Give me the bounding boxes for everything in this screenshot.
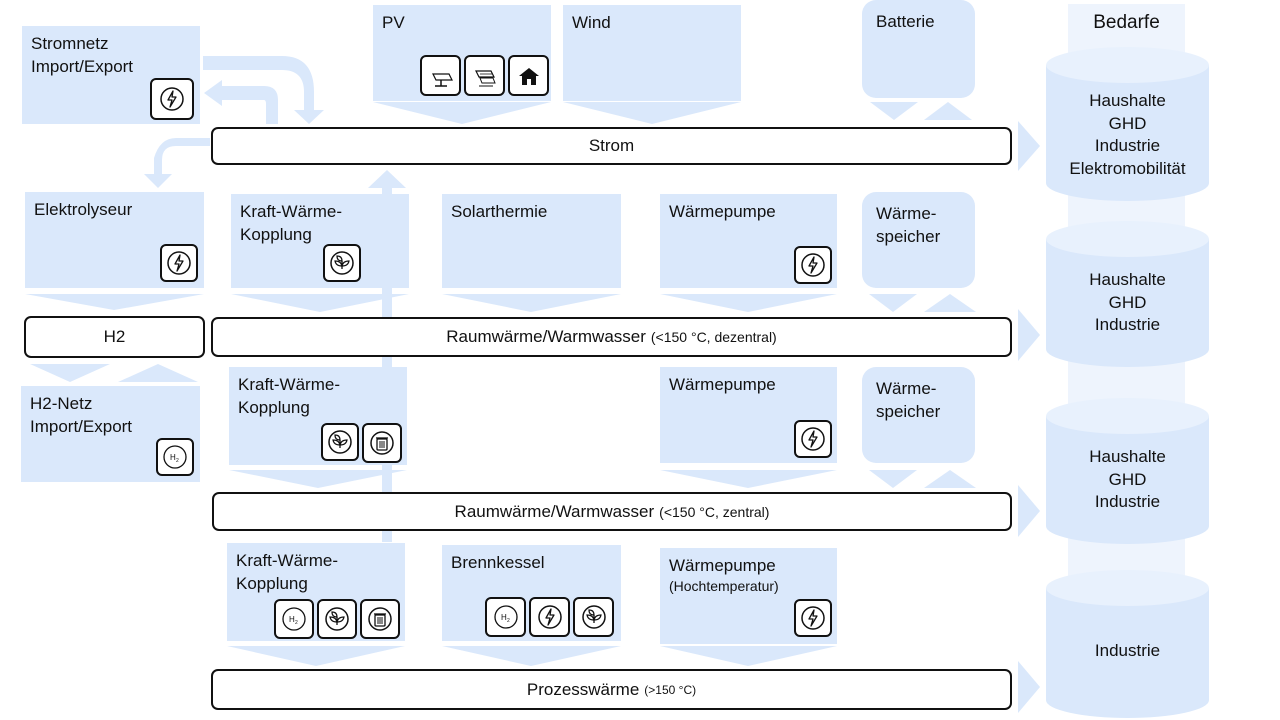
- kwk1-box: Kraft-Wärme- Kopplung: [231, 194, 409, 288]
- bus-raumwaerme-dezentral-note: (<150 °C, dezentral): [650, 329, 777, 345]
- lightning-icon: [794, 599, 832, 637]
- kwk3-label: Kraft-Wärme-: [236, 551, 338, 570]
- demand-item: GHD: [1108, 292, 1147, 312]
- bus-strom: Strom: [211, 127, 1012, 165]
- biomass-icon: [573, 597, 614, 637]
- bus-prozesswaerme: Prozesswärme (>150 °C): [211, 669, 1012, 710]
- pv-box: PV: [373, 5, 551, 101]
- lightning-icon: [150, 78, 194, 120]
- waermespeicher1-label: Wärme-: [876, 204, 937, 223]
- waermespeicher2-sublabel: speicher: [876, 402, 941, 421]
- waermepumpe1-label: Wärmepumpe: [669, 202, 776, 221]
- solarthermie-label: Solarthermie: [451, 202, 548, 221]
- solar-tracker-icon: [420, 55, 461, 96]
- lightning-icon: [160, 244, 198, 282]
- kwk2-label: Kraft-Wärme-: [238, 375, 340, 394]
- bus-strom-label: Strom: [588, 136, 635, 155]
- demand-item: GHD: [1108, 469, 1147, 489]
- lightning-icon: [794, 246, 832, 284]
- bus-h2-label: H2: [103, 327, 126, 346]
- solar-field-icon: [464, 55, 505, 96]
- stromnetz-sublabel: Import/Export: [31, 57, 134, 76]
- kwk1-label: Kraft-Wärme-: [240, 202, 342, 221]
- h2netz-sublabel: Import/Export: [30, 417, 133, 436]
- bus-raumwaerme-dezentral-label: Raumwärme/Warmwasser: [446, 327, 646, 346]
- batterie-box: Batterie: [862, 0, 975, 98]
- svg-text:2: 2: [507, 618, 510, 624]
- demand-item: Elektromobilität: [1069, 158, 1186, 178]
- stromnetz-box: Stromnetz Import/Export: [22, 26, 200, 124]
- solarthermie-box: Solarthermie: [442, 194, 621, 288]
- waste-icon: [360, 599, 400, 639]
- demand-cylinder-prozesswaerme: Industrie: [1046, 570, 1209, 718]
- demand-item: Haushalte: [1089, 270, 1166, 289]
- bus-prozesswaerme-label: Prozesswärme: [526, 679, 640, 699]
- bus-raumwaerme-zentral: Raumwärme/Warmwasser (<150 °C, zentral): [212, 492, 1012, 531]
- kwk2-box: Kraft-Wärme- Kopplung: [229, 367, 407, 465]
- waermepumpe3-sublabel: (Hochtemperatur): [669, 578, 779, 594]
- lightning-icon: [529, 597, 570, 637]
- waermepumpe2-label: Wärmepumpe: [669, 375, 776, 394]
- wind-label: Wind: [572, 13, 611, 32]
- stromnetz-label: Stromnetz: [31, 34, 109, 53]
- bus-raumwaerme-zentral-label: Raumwärme/Warmwasser: [454, 501, 655, 521]
- elektrolyseur-box: Elektrolyseur: [25, 192, 204, 288]
- waermespeicher1-box: Wärme- speicher: [862, 192, 975, 288]
- pv-label: PV: [382, 13, 405, 32]
- waermepumpe1-box: Wärmepumpe: [660, 194, 837, 288]
- demand-cylinder-raumwaerme-zentral: Haushalte GHD Industrie: [1046, 398, 1209, 544]
- waermespeicher2-label: Wärme-: [876, 379, 937, 398]
- demand-item: Industrie: [1094, 492, 1161, 511]
- bus-raumwaerme-zentral-note: (<150 °C, zentral): [659, 503, 770, 520]
- waermespeicher2-box: Wärme- speicher: [862, 367, 975, 463]
- elektrolyseur-label: Elektrolyseur: [34, 200, 133, 219]
- waste-icon: [362, 423, 402, 463]
- waermepumpe3-label: Wärmepumpe: [669, 556, 776, 575]
- waermepumpe3-box: Wärmepumpe (Hochtemperatur): [660, 548, 837, 644]
- bus-prozesswaerme-note: (>150 °C): [644, 682, 697, 697]
- waermepumpe2-box: Wärmepumpe: [660, 367, 837, 463]
- demand-cylinder-strom: Haushalte GHD Industrie Elektromobilität: [1046, 47, 1209, 201]
- wind-box: Wind: [563, 5, 741, 101]
- demand-item: GHD: [1108, 113, 1147, 133]
- lightning-icon: [794, 420, 832, 458]
- svg-text:H: H: [501, 613, 507, 622]
- svg-text:2: 2: [176, 458, 179, 464]
- biomass-icon: [317, 599, 357, 639]
- svg-text:2: 2: [295, 620, 298, 626]
- demand-item: Industrie: [1094, 136, 1161, 155]
- svg-text:H: H: [289, 615, 295, 624]
- demand-item: Industrie: [1094, 315, 1161, 334]
- biomass-icon: [323, 244, 361, 282]
- waermespeicher1-sublabel: speicher: [876, 227, 941, 246]
- bus-raumwaerme-dezentral: Raumwärme/Warmwasser (<150 °C, dezentral…: [211, 317, 1012, 357]
- h2netz-label: H2-Netz: [30, 394, 93, 413]
- rooftop-solar-icon: [508, 55, 549, 96]
- bedarfe-title: Bedarfe: [1093, 12, 1160, 33]
- batterie-label: Batterie: [876, 12, 935, 31]
- demand-item: Industrie: [1094, 641, 1161, 660]
- kwk3-sublabel: Kopplung: [236, 574, 308, 593]
- kwk2-sublabel: Kopplung: [238, 398, 310, 417]
- demand-cylinder-raumwaerme-dezentral: Haushalte GHD Industrie: [1046, 221, 1209, 367]
- svg-text:H: H: [170, 453, 176, 462]
- kwk1-sublabel: Kopplung: [240, 225, 312, 244]
- demand-item: Haushalte: [1089, 447, 1166, 466]
- brennkessel-label: Brennkessel: [451, 553, 545, 572]
- biomass-icon: [321, 423, 359, 461]
- bus-h2: H2: [24, 316, 205, 358]
- demand-item: Haushalte: [1089, 91, 1166, 110]
